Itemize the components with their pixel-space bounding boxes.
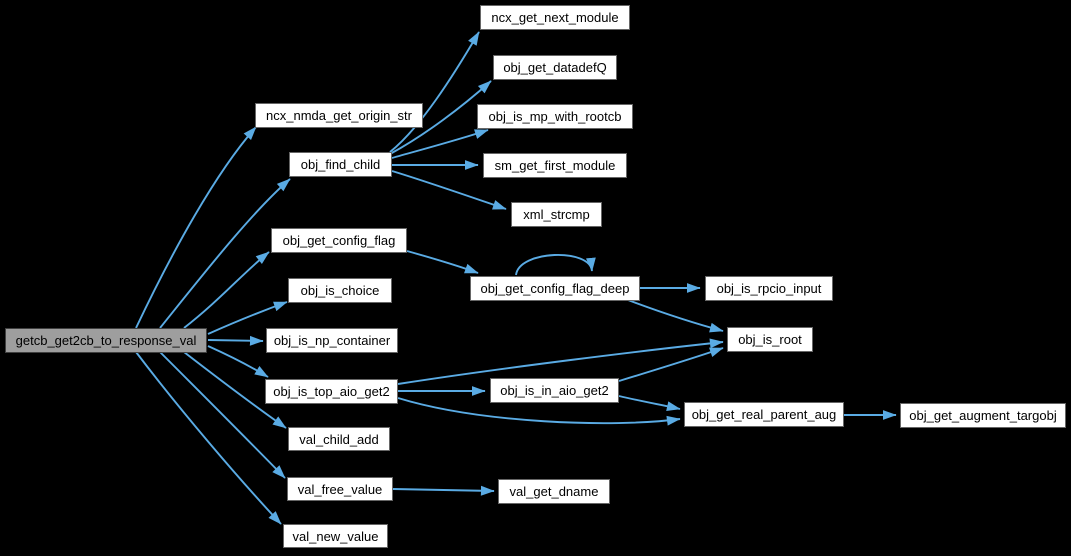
node-obj-is-np-container[interactable]: obj_is_np_container: [266, 328, 398, 353]
edge-obj-get-config-flag-deep-to-obj-is-root: [627, 299, 724, 333]
node-obj-get-config-flag-deep[interactable]: obj_get_config_flag_deep: [470, 276, 640, 301]
edge-obj-find-child-to-obj-get-datadefQ: [389, 80, 492, 155]
node-obj-is-choice[interactable]: obj_is_choice: [288, 278, 392, 303]
node-label: sm_get_first_module: [494, 158, 616, 173]
node-obj-get-datadefQ[interactable]: obj_get_datadefQ: [493, 55, 617, 80]
edge-obj-is-top-aio-get2-to-obj-get-real-parent-aug: [397, 397, 681, 426]
node-label: obj_is_mp_with_rootcb: [488, 109, 622, 124]
node-label: obj_get_config_flag_deep: [480, 281, 630, 296]
node-xml-strcmp[interactable]: xml_strcmp: [511, 202, 602, 227]
node-label: obj_is_root: [738, 332, 802, 347]
node-label: ncx_nmda_get_origin_str: [266, 108, 412, 123]
edge-root-to-val-child-add: [183, 351, 287, 429]
edge-obj-is-in-aio-get2-to-obj-is-root: [618, 347, 724, 382]
node-label: obj_is_in_aio_get2: [500, 383, 609, 398]
edge-root-to-obj-is-np-container: [207, 335, 264, 346]
node-label: obj_get_datadefQ: [503, 60, 607, 75]
node-ncx-nmda-get-origin-str[interactable]: ncx_nmda_get_origin_str: [255, 103, 423, 128]
edge-root-to-obj-is-choice: [207, 301, 288, 335]
node-label: obj_is_np_container: [273, 333, 391, 348]
node-obj-is-mp-with-rootcb[interactable]: obj_is_mp_with_rootcb: [477, 104, 633, 129]
node-label: obj_find_child: [300, 157, 381, 172]
node-label: obj_is_top_aio_get2: [273, 384, 390, 399]
node-obj-find-child[interactable]: obj_find_child: [289, 152, 392, 177]
node-label: val_free_value: [297, 481, 383, 497]
edge-root-to-val-new-value: [135, 351, 282, 525]
edge-root-to-val-free-value: [159, 351, 286, 479]
edge-root-to-obj-get-config-flag: [183, 251, 270, 329]
node-val-get-dname[interactable]: val_get_dname: [498, 479, 610, 504]
node-label: val_get_dname: [509, 484, 599, 499]
node-obj-is-root[interactable]: obj_is_root: [727, 327, 813, 352]
edge-val-free-value-to-val-get-dname: [392, 485, 495, 496]
node-obj-is-rpcio-input[interactable]: obj_is_rpcio_input: [705, 276, 833, 301]
edge-obj-find-child-to-obj-is-mp-with-rootcb: [391, 129, 489, 159]
node-obj-get-augment-targobj[interactable]: obj_get_augment_targobj: [900, 403, 1066, 428]
node-label: obj_get_config_flag: [282, 233, 396, 248]
node-val-free-value[interactable]: val_free_value: [287, 477, 393, 501]
node-val-child-add[interactable]: val_child_add: [288, 427, 390, 451]
node-label: obj_get_real_parent_aug: [691, 407, 837, 422]
node-val-new-value[interactable]: val_new_value: [283, 524, 388, 548]
node-obj-get-config-flag[interactable]: obj_get_config_flag: [271, 228, 407, 253]
node-label: ncx_get_next_module: [491, 10, 619, 25]
edge-root-to-obj-is-top-aio-get2: [207, 345, 269, 378]
edge-obj-get-config-flag-to-obj-get-config-flag-deep: [406, 250, 479, 274]
edge-root-to-obj-find-child: [159, 178, 291, 329]
node-obj-is-top-aio-get2[interactable]: obj_is_top_aio_get2: [265, 379, 398, 404]
edge-obj-is-top-aio-get2-to-obj-is-root: [397, 338, 724, 385]
node-sm-get-first-module[interactable]: sm_get_first_module: [483, 153, 627, 178]
node-getcb-get2cb-to-response-val[interactable]: getcb_get2cb_to_response_val: [5, 328, 207, 353]
node-label: val_new_value: [292, 528, 379, 544]
edge-obj-get-config-flag-deep-self-loop: [515, 253, 596, 276]
edge-obj-find-child-to-ncx-get-next-module: [389, 31, 480, 153]
node-obj-is-in-aio-get2[interactable]: obj_is_in_aio_get2: [490, 378, 619, 403]
node-label: xml_strcmp: [523, 207, 590, 222]
node-obj-get-real-parent-aug[interactable]: obj_get_real_parent_aug: [684, 402, 844, 427]
edge-root-to-ncx-nmda-get-origin-str: [135, 126, 257, 329]
edge-obj-find-child-to-xml-strcmp: [391, 170, 507, 210]
edge-obj-is-in-aio-get2-to-obj-get-real-parent-aug: [618, 395, 681, 411]
node-label: getcb_get2cb_to_response_val: [15, 333, 197, 348]
node-label: obj_is_choice: [300, 283, 380, 298]
node-ncx-get-next-module[interactable]: ncx_get_next_module: [480, 5, 630, 30]
node-label: val_child_add: [299, 431, 379, 447]
node-label: obj_is_rpcio_input: [716, 281, 822, 296]
node-label: obj_get_augment_targobj: [909, 408, 1057, 423]
